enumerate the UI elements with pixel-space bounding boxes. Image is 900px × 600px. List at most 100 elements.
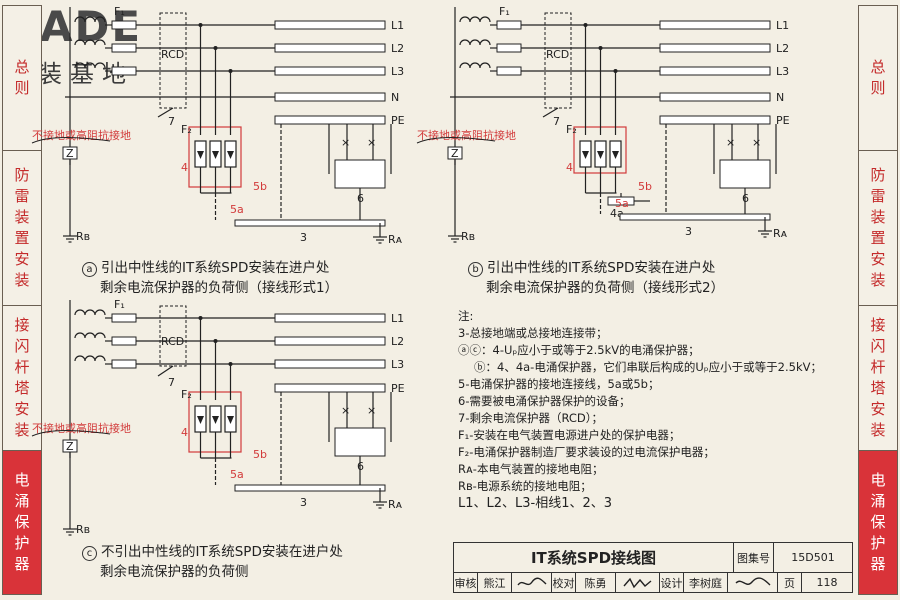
bus-pe [274, 115, 386, 125]
note-item: 5-电涌保护器的接地连接线，5a或5b； [458, 377, 660, 391]
label-3: 3 [685, 225, 692, 238]
fuse2-label: F₂ [181, 388, 192, 401]
spd-arrow-icon [227, 151, 234, 159]
transformer-coil-icon [74, 309, 106, 316]
sidebar-left-general[interactable]: 总则 [3, 6, 41, 151]
label-3: 3 [300, 496, 307, 509]
spd-arrow-icon [212, 151, 219, 159]
junction-dot [213, 339, 218, 343]
note-item: 7-剩余电流保护器（RCD）； [458, 411, 604, 425]
label-4: 4 [181, 161, 188, 174]
junction-dot [598, 46, 603, 50]
earth-bar [619, 213, 771, 221]
junction-dot [198, 316, 203, 320]
spd-arrow-icon [197, 151, 204, 159]
transformer-coil-icon [74, 16, 106, 23]
spd-arrow-icon [597, 151, 604, 159]
fuse1-label: F₁ [114, 298, 125, 311]
spd-arrow-icon [227, 416, 234, 424]
bus-label-n: N [391, 91, 399, 104]
fuse-icon [111, 66, 137, 76]
fuse-icon [111, 20, 137, 30]
leader-7 [542, 107, 559, 118]
label-4: 4 [181, 426, 188, 439]
rb-label: Rʙ [76, 230, 90, 243]
transformer-coil-icon [459, 16, 491, 23]
transformer-coil-icon [74, 355, 106, 362]
bus-label-pe: PE [776, 114, 790, 127]
sidebar-right-rod[interactable]: 接闪杆塔安装 [859, 306, 897, 451]
leader-7 [157, 365, 174, 377]
ground-note-bracket [31, 137, 111, 144]
caption-a-line2: 剩余电流保护器的负荷侧（接线形式1） [100, 280, 339, 296]
bus-pe [659, 115, 771, 125]
checker: 陈勇 [576, 573, 616, 592]
caption-c-line1: 不引出中性线的IT系统SPD安装在进户处 [101, 544, 343, 560]
switch-icon: × [726, 136, 735, 149]
label-5b: 5b [253, 180, 267, 193]
caption-b-marker: b [468, 262, 483, 277]
spd-arrow-icon [612, 151, 619, 159]
earth-bar [234, 484, 386, 492]
bus-label-l1: L1 [391, 19, 404, 32]
junction-dot [228, 69, 233, 73]
note-item: 3-总接地端或总接地连接带； [458, 326, 608, 340]
sidebar-left-general-label: 总则 [14, 58, 30, 97]
impedance-z-label: Z [66, 147, 74, 160]
transformer-coil-icon [74, 332, 106, 339]
bus-l2 [274, 336, 386, 346]
note-item: ⓐⓒ：4-Uₚ应小于或等于2.5kV的电涌保护器； [458, 343, 700, 357]
sidebar-right: 总则 防雷装置安装 接闪杆塔安装 电涌保护器 [858, 5, 898, 595]
spd-arrow-icon [582, 151, 589, 159]
bus-label-l2: L2 [391, 42, 404, 55]
caption-a-marker: a [82, 262, 97, 277]
bus-l1 [274, 313, 386, 323]
sidebar-right-lightning[interactable]: 防雷装置安装 [859, 151, 897, 306]
transformer-coil-icon [459, 39, 491, 46]
label-5b: 5b [638, 180, 652, 193]
note-item: F₂-电涌保护器制造厂要求装设的过电流保护电器； [458, 445, 715, 459]
drawing-title: IT系统SPD接线图 [454, 543, 734, 572]
fuse-icon [496, 20, 522, 30]
review-label: 审核 [454, 573, 478, 592]
transformer-coil-icon [459, 62, 491, 69]
caption-c-line2: 剩余电流保护器的负荷侧 [100, 564, 249, 580]
bus-label-pe: PE [391, 114, 405, 127]
label-5a: 5a [615, 197, 629, 210]
switch-icon: × [341, 136, 350, 149]
bus-n [659, 92, 771, 102]
switch-icon: × [752, 136, 761, 149]
sidebar-right-general[interactable]: 总则 [859, 6, 897, 151]
label-7: 7 [553, 115, 560, 128]
bus-label-l2: L2 [776, 42, 789, 55]
transformer-coil-icon [74, 39, 106, 46]
leader-7 [157, 107, 174, 118]
ground-note-bracket [31, 430, 111, 437]
page-number: 118 [816, 576, 838, 589]
bus-label-l1: L1 [776, 19, 789, 32]
design-label: 设计 [660, 573, 684, 592]
page-label: 页 [778, 573, 802, 592]
sidebar-left-rod-label: 接闪杆塔安装 [14, 316, 30, 439]
caption-b-line2: 剩余电流保护器的负荷侧（接线形式2） [486, 280, 725, 296]
impedance-z-label: Z [66, 440, 74, 453]
switch-icon: × [367, 136, 376, 149]
junction-dot [213, 46, 218, 50]
ground-note: 不接地或高阻抗接地 [32, 128, 131, 142]
note-item: F₁-安装在电气装置电源进户处的保护电器； [458, 428, 681, 442]
sidebar-right-spd[interactable]: 电涌保护器 [859, 451, 897, 594]
rcd-label: RCD [161, 48, 184, 61]
switch-icon: × [341, 404, 350, 417]
sidebar-left-spd-label: 电涌保护器 [14, 471, 30, 573]
bus-l2 [659, 43, 771, 53]
sidebar-left: 总则 防雷装置安装 接闪杆塔安装 电涌保护器 [2, 5, 42, 595]
sidebar-left-spd[interactable]: 电涌保护器 [3, 451, 41, 594]
label-5a: 5a [230, 468, 244, 481]
sidebar-left-lightning[interactable]: 防雷装置安装 [3, 151, 41, 306]
fuse-icon [111, 359, 137, 369]
sidebar-left-rod[interactable]: 接闪杆塔安装 [3, 306, 41, 451]
fuse1-label: F₁ [499, 5, 510, 18]
